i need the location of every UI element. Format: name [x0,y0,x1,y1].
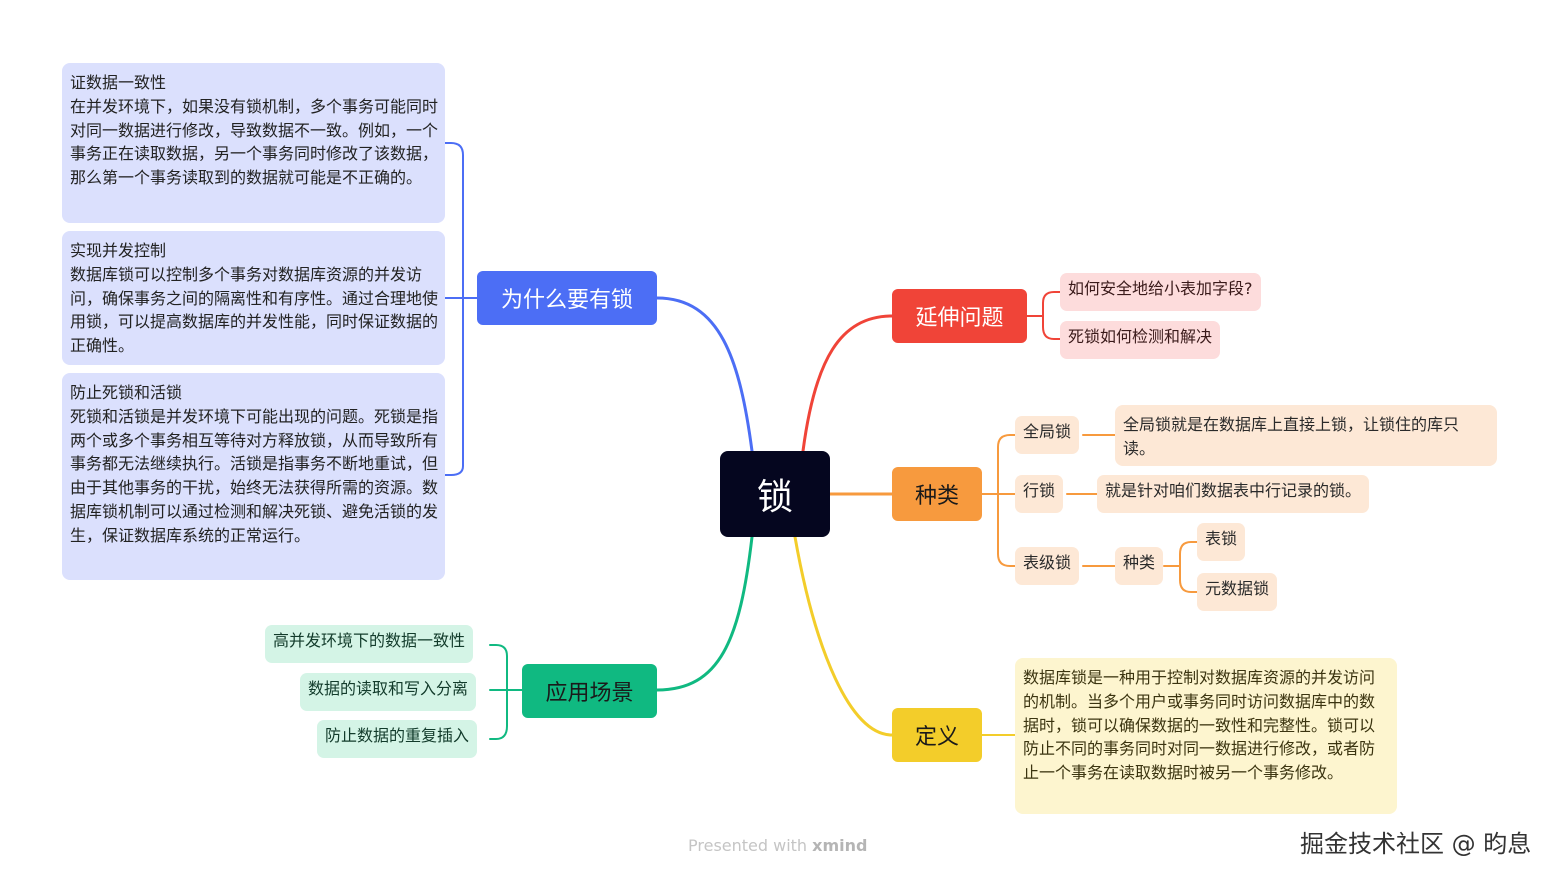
note-body: 在并发环境下，如果没有锁机制，多个事务可能同时对同一数据进行修改，导致数据不一致… [70,96,439,188]
footer-brand: xmind [812,836,868,855]
extension-item[interactable]: 死锁如何检测和解决 [1060,321,1221,359]
topic-types[interactable]: 种类 [892,467,982,521]
note-title: 证数据一致性 [70,73,167,92]
watermark: 掘金技术社区 @ 昀息 [1300,830,1532,858]
note-body: 死锁和活锁是并发环境下可能出现的问题。死锁是指两个或多个事务相互等待对方释放锁，… [70,406,439,545]
scenario-item[interactable]: 高并发环境下的数据一致性 [265,625,474,663]
link-extension-bracket [1026,291,1061,340]
definition-text[interactable]: 数据库锁是一种用于控制对数据库资源的并发访问的机制。当多个用户或事务同时访问数据… [1015,658,1397,814]
note-title: 防止死锁和活锁 [70,383,183,402]
central-topic[interactable]: 锁 [720,451,830,537]
type-row-lock[interactable]: 行锁 [1015,475,1064,513]
note-body: 数据库锁可以控制多个事务对数据库资源的并发访问，确保事务之间的隔离性和有序性。通… [70,264,439,356]
topic-scenarios[interactable]: 应用场景 [522,664,657,718]
type-table-lock-item[interactable]: 表锁 [1197,523,1246,561]
type-metadata-lock-item[interactable]: 元数据锁 [1197,573,1278,611]
link-scenarios-bracket [489,644,523,740]
link-types-bracket [981,434,1016,567]
presented-with-footer: Presented with xmind [688,836,867,855]
scenario-item[interactable]: 防止数据的重复插入 [317,720,478,758]
type-row-desc[interactable]: 就是针对咱们数据表中行记录的锁。 [1097,475,1370,513]
type-table-lock[interactable]: 表级锁 [1015,547,1080,585]
type-global-desc[interactable]: 全局锁就是在数据库上直接上锁，让锁住的库只读。 [1115,405,1497,466]
note-data-consistency[interactable]: 证数据一致性 在并发环境下，如果没有锁机制，多个事务可能同时对同一数据进行修改，… [62,63,445,223]
link-center-scenarios [655,535,754,692]
link-why-bracket [444,142,478,476]
note-concurrency-control[interactable]: 实现并发控制 数据库锁可以控制多个事务对数据库资源的并发访问，确保事务之间的隔离… [62,231,445,365]
link-center-definition [793,535,894,737]
type-global-lock[interactable]: 全局锁 [1015,416,1080,454]
topic-definition[interactable]: 定义 [892,708,982,762]
note-deadlock-livelock[interactable]: 防止死锁和活锁 死锁和活锁是并发环境下可能出现的问题。死锁是指两个或多个事务相互… [62,373,445,580]
extension-item[interactable]: 如何安全地给小表加字段? [1060,273,1261,311]
link-center-why [655,296,754,453]
scenario-item[interactable]: 数据的读取和写入分离 [300,673,477,711]
type-table-kinds[interactable]: 种类 [1115,547,1164,585]
footer-prefix: Presented with [688,836,808,855]
topic-why-locks[interactable]: 为什么要有锁 [477,271,657,325]
topic-extension[interactable]: 延伸问题 [892,289,1027,343]
note-title: 实现并发控制 [70,241,167,260]
link-sub-bracket [1163,541,1198,593]
link-center-extension [801,314,894,453]
